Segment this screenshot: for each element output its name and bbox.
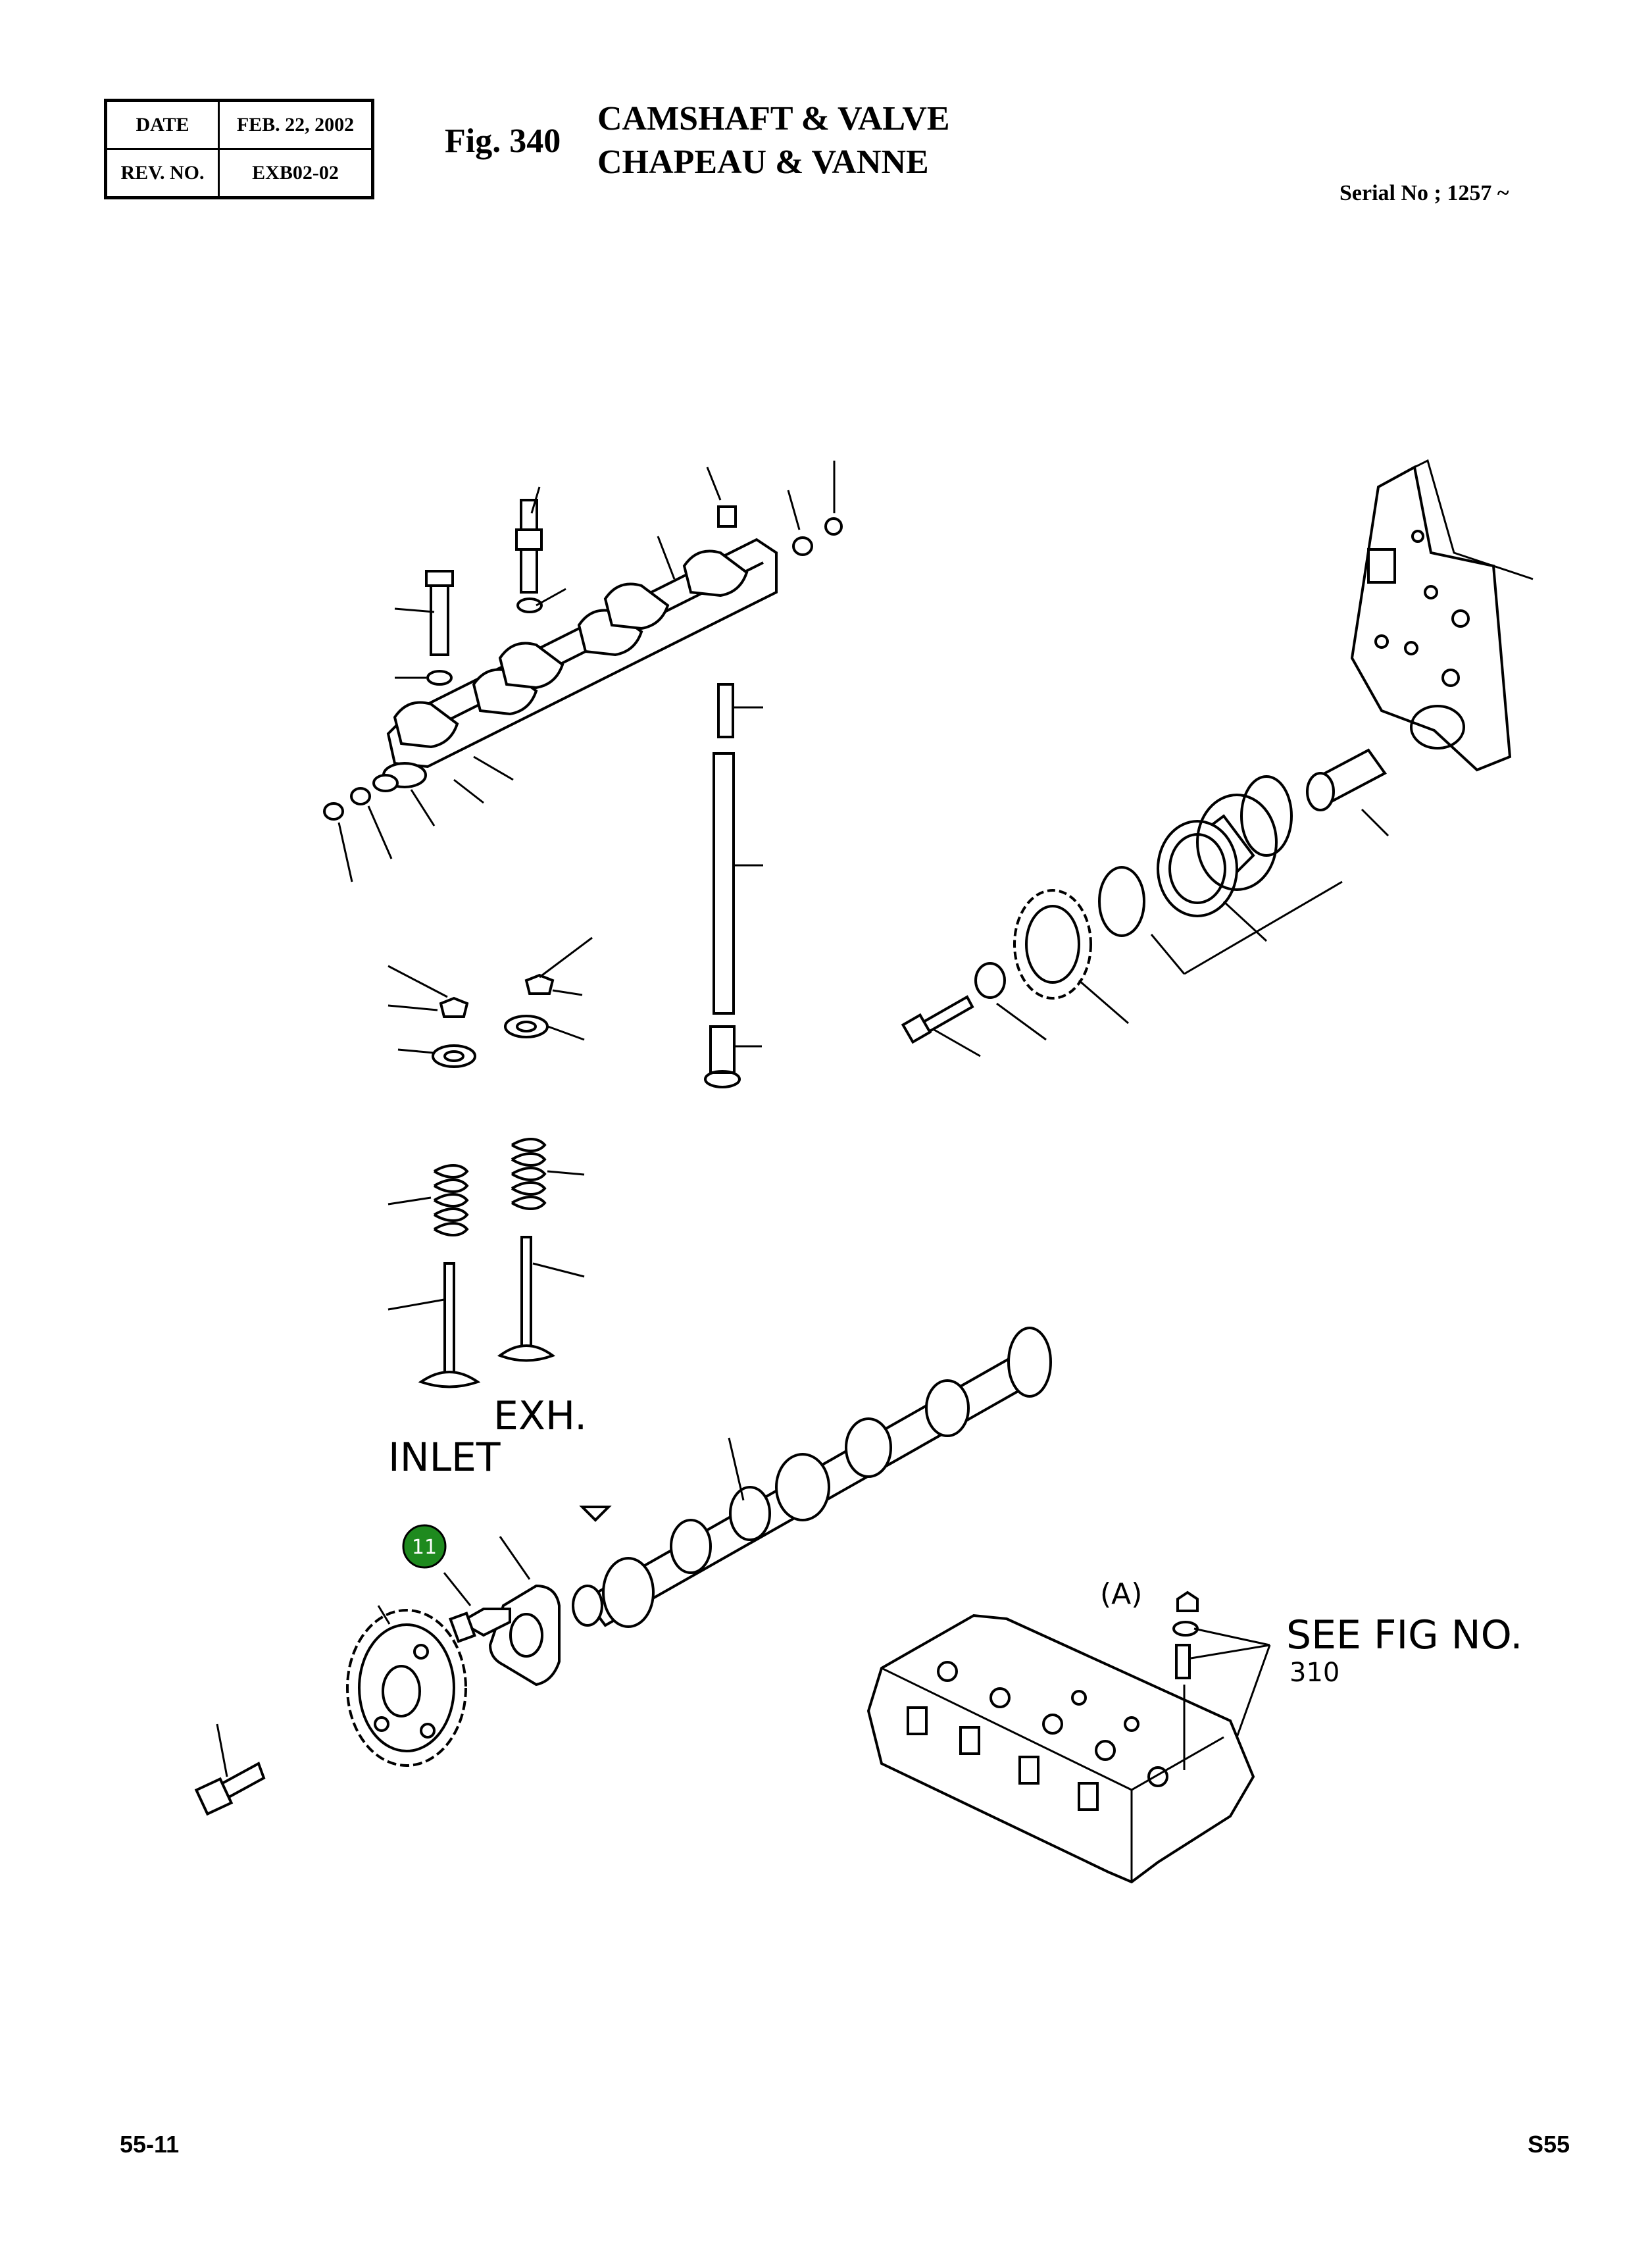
valve-springs [388,1138,585,1236]
snap-ring-rear [1240,775,1293,857]
cylinder-head [866,1590,1271,1884]
idler-gear [1013,889,1092,1000]
title-english: CAMSHAFT & VALVE [597,100,950,138]
idler-shaft [1306,748,1387,811]
valves [388,1236,585,1388]
title-french: CHAPEAU & VANNE [597,143,929,181]
date-label: DATE [105,99,220,150]
washer [974,962,1006,999]
camshaft-gear [346,1605,467,1767]
push-rod [704,752,763,1088]
page-number-left: 55-11 [120,2131,180,2158]
valve-retainers [388,936,593,1068]
idler-gear-assembly [901,459,1534,1057]
exh-label: EXH. [493,1393,587,1439]
figure-number: Fig. 340 [445,122,561,160]
page-number-right: S55 [1528,2131,1570,2158]
callout-11[interactable]: 11 [402,1524,447,1569]
serial-number: Serial No ; 1257 ~ [1339,181,1509,205]
camshaft [572,1327,1052,1628]
inlet-label: INLET [388,1435,501,1481]
see-fig-label: SEE FIG NO. [1286,1612,1523,1658]
lower-bolt [194,1723,266,1816]
bearing [1157,794,1278,917]
idler-bolt [901,995,974,1044]
rev-value: EXB02-02 [218,148,374,199]
rocker-arms [393,549,749,749]
date-value: FEB. 22, 2002 [218,99,374,150]
callout-number: 11 [412,1536,437,1559]
rev-row: REV. NO. EXB02-02 [105,148,374,199]
revision-table: DATE FEB. 22, 2002 REV. NO. EXB02-02 [104,99,374,199]
ref-a-label: (A) [1100,1577,1142,1611]
snap-ring-front [1098,866,1145,937]
rev-label: REV. NO. [105,148,220,199]
date-row: DATE FEB. 22, 2002 [105,99,374,150]
fig-ref-number: 310 [1289,1658,1339,1688]
page-title: CAMSHAFT & VALVE CHAPEAU & VANNE [597,97,950,184]
gear-bolt [443,1572,511,1643]
engine-block-front [1350,459,1534,772]
rocker-arm-assembly [323,461,843,882]
